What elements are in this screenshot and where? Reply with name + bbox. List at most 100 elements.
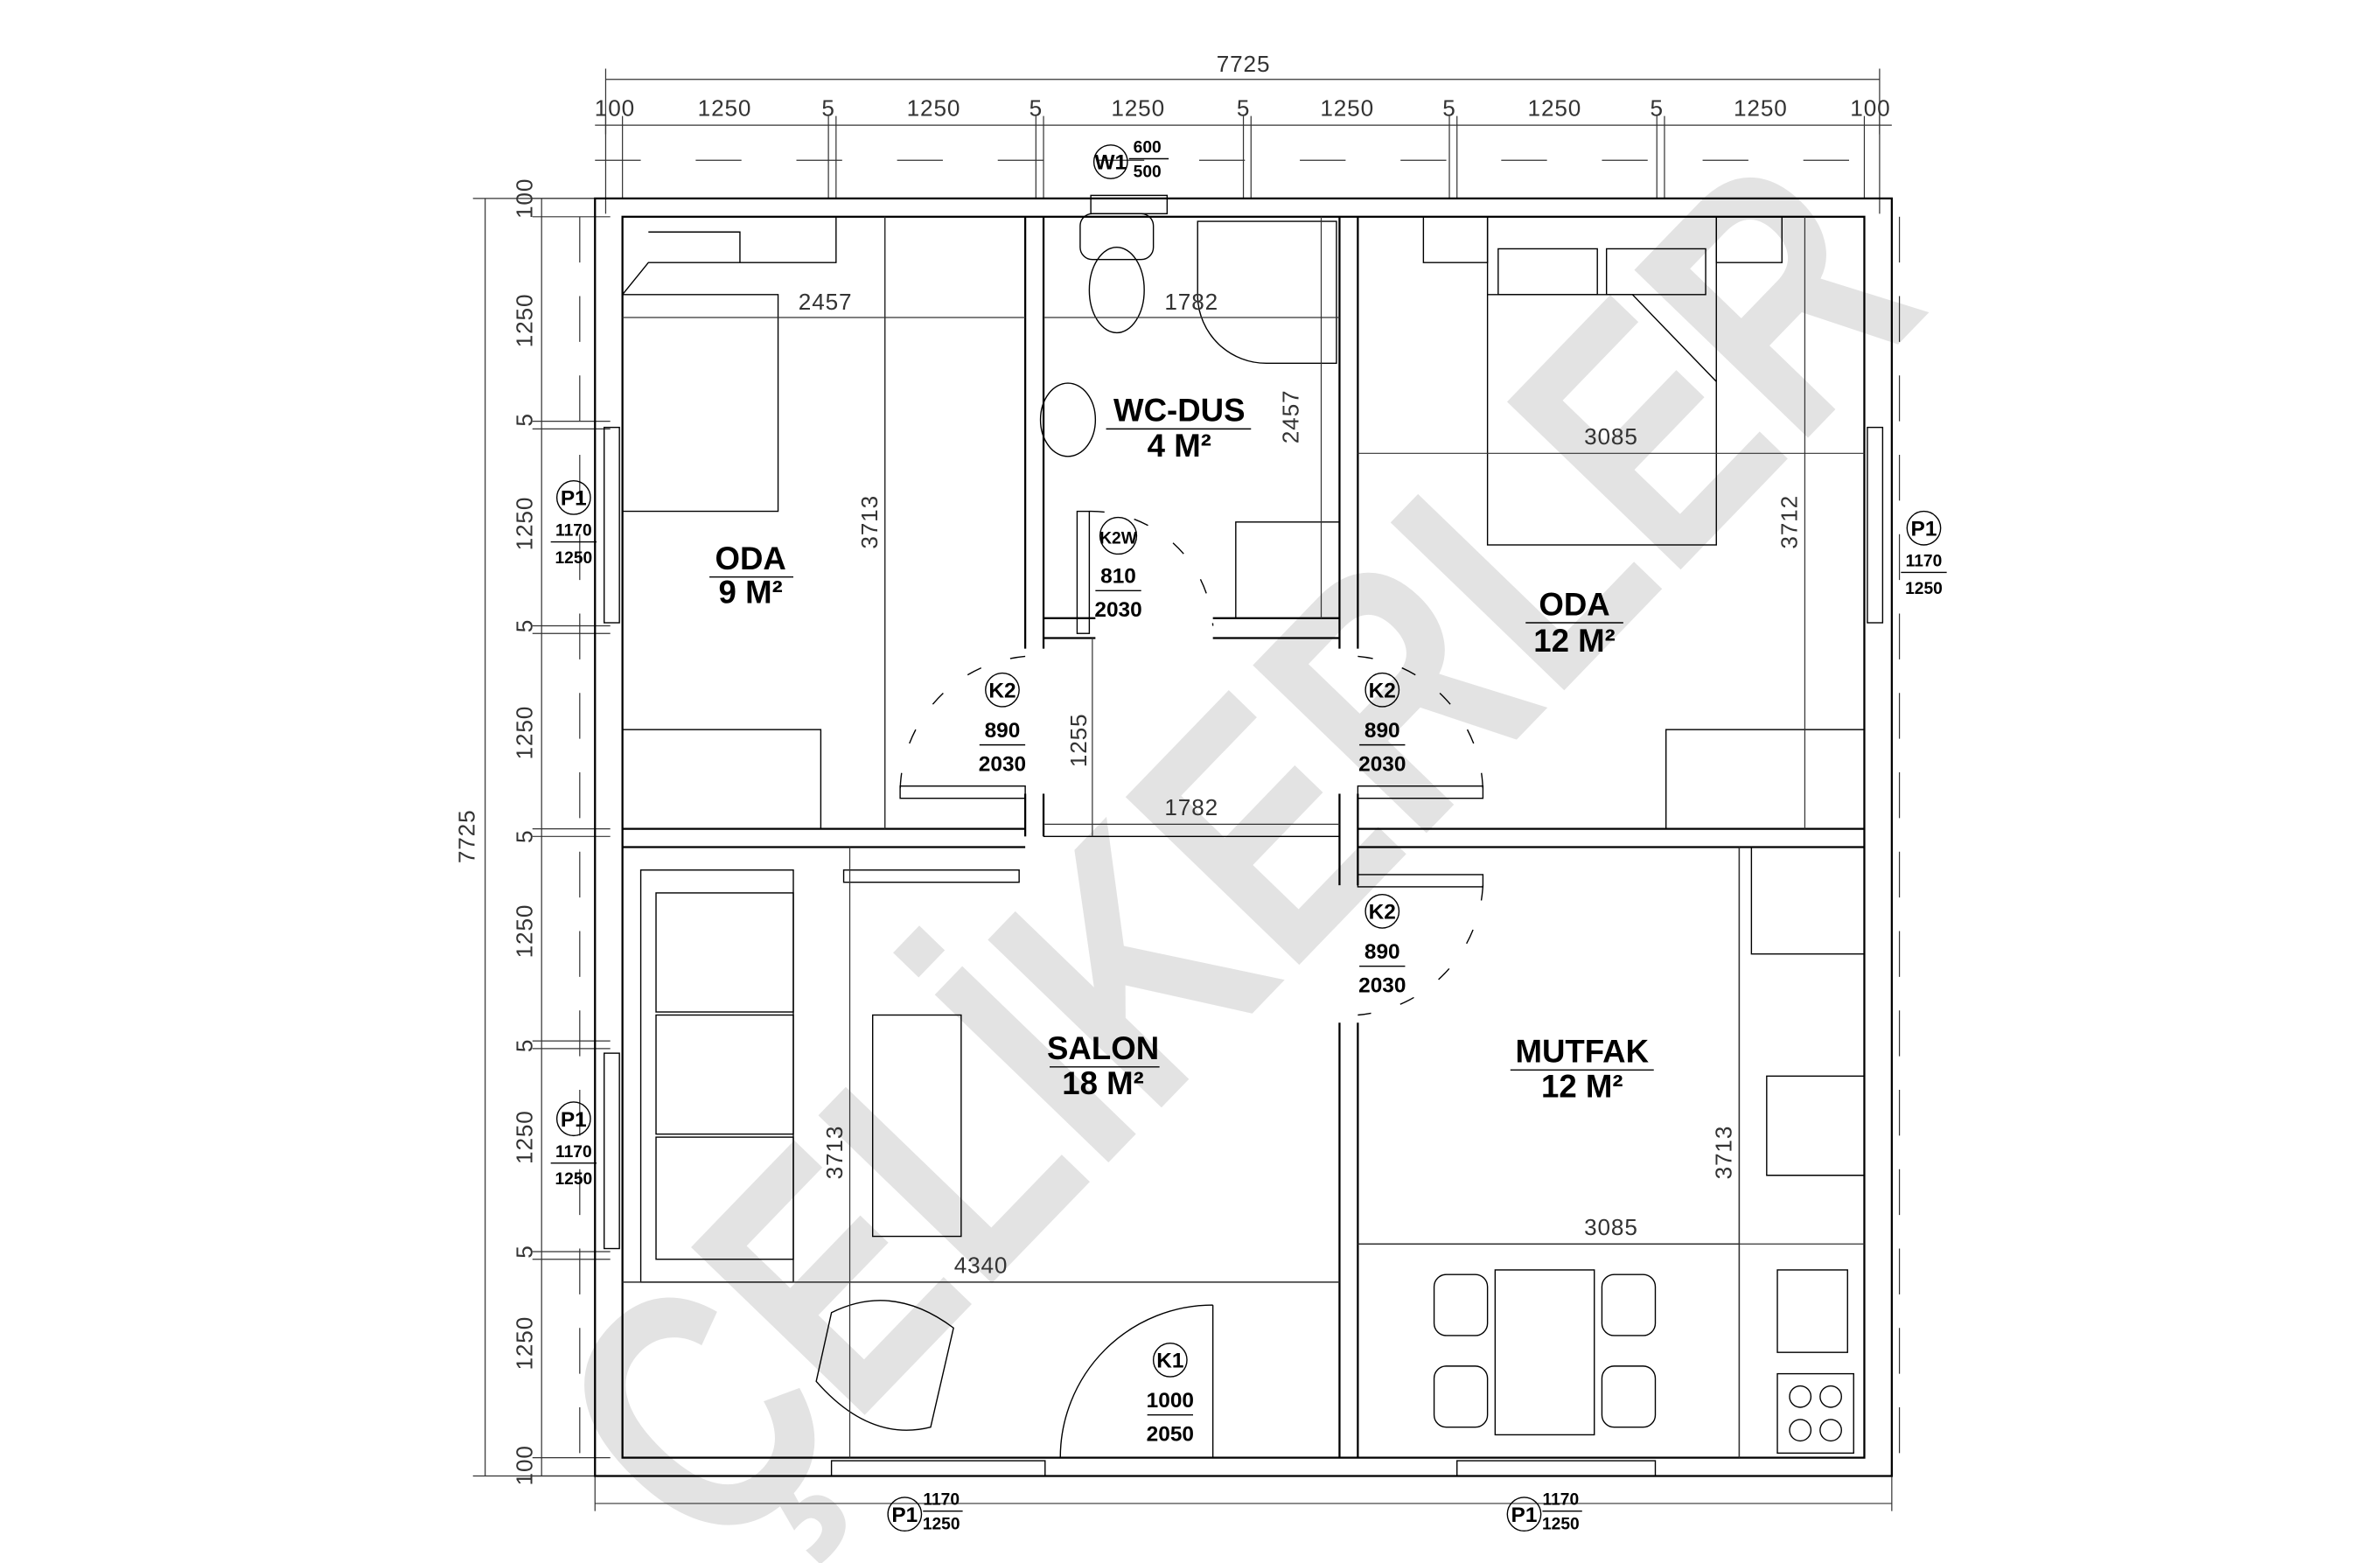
opening-code: K1 bbox=[1156, 1350, 1183, 1373]
left-segment-dimension: 100 bbox=[512, 178, 538, 219]
top-segment-dimension: 1250 bbox=[907, 95, 961, 122]
tag-circle bbox=[1099, 516, 1138, 555]
tag-circle bbox=[985, 672, 1020, 708]
top-segment-dimension: 1250 bbox=[1111, 95, 1165, 122]
opening-height: 1250 bbox=[923, 1516, 960, 1534]
dim-oda12-height: 3712 bbox=[1776, 495, 1803, 549]
room-name: WC-DUS bbox=[1113, 393, 1246, 429]
top-segment-dimension: 1250 bbox=[1734, 95, 1788, 122]
tag-circle bbox=[1092, 144, 1128, 179]
furniture bbox=[621, 213, 1866, 1458]
left-segment-dimension: 5 bbox=[512, 413, 538, 426]
opening-height: 1250 bbox=[1542, 1516, 1580, 1534]
top-segment-dimension: 100 bbox=[1850, 95, 1890, 122]
opening-width: 890 bbox=[1364, 719, 1400, 743]
opening-width: 810 bbox=[1100, 565, 1136, 589]
opening-height: 2030 bbox=[1094, 598, 1141, 622]
top-segment-dimension: 1250 bbox=[1320, 95, 1374, 122]
room-name: MUTFAK bbox=[1515, 1034, 1649, 1070]
opening-tag-w1: W1 600 500 bbox=[1092, 139, 1169, 181]
opening-tag-k2w: K2W 810 2030 bbox=[1094, 516, 1142, 622]
dim-wc-width: 1782 bbox=[1164, 289, 1218, 315]
left-segment-dimension: 1250 bbox=[512, 1316, 538, 1371]
tag-circle bbox=[1506, 1497, 1542, 1532]
opening-code: K2 bbox=[1369, 680, 1396, 703]
opening-height: 2030 bbox=[1358, 973, 1406, 997]
top-segment-dimension: 5 bbox=[821, 95, 834, 122]
top-segment-dimension: 1250 bbox=[698, 95, 752, 122]
opening-height: 2050 bbox=[1147, 1422, 1194, 1446]
tag-circle bbox=[1906, 510, 1942, 546]
left-segment-dimension: 1250 bbox=[512, 904, 538, 959]
opening-height: 1250 bbox=[555, 549, 592, 568]
top-total-dimension: 7725 bbox=[1217, 51, 1271, 77]
opening-code: P1 bbox=[561, 487, 587, 511]
room-wc-dus: WC-DUS 4 M² bbox=[1106, 393, 1252, 464]
top-segment-dimension: 5 bbox=[1237, 95, 1250, 122]
opening-width: 890 bbox=[985, 719, 1021, 743]
room-area: 12 M² bbox=[1533, 623, 1616, 659]
opening-width: 600 bbox=[1134, 139, 1162, 157]
opening-code: W1 bbox=[1094, 151, 1127, 175]
opening-tag-p1-left-bottom: P1 1170 1250 bbox=[550, 1101, 597, 1189]
tag-circle bbox=[555, 1101, 591, 1137]
tag-circle bbox=[1152, 1343, 1188, 1378]
opening-code: P1 bbox=[561, 1108, 587, 1132]
left-segment-dimension: 1250 bbox=[512, 1110, 538, 1164]
left-total-dimension: 7725 bbox=[453, 809, 479, 863]
opening-height: 500 bbox=[1134, 163, 1162, 181]
opening-width: 1170 bbox=[555, 1143, 592, 1162]
opening-tag-k2-oda12: K2 890 2030 bbox=[1358, 672, 1406, 776]
watermark: ÇELİKERLER bbox=[486, 88, 1988, 1563]
room-area: 4 M² bbox=[1148, 428, 1211, 464]
dim-wc-height: 2457 bbox=[1277, 390, 1303, 444]
tag-circle bbox=[1364, 672, 1400, 708]
opening-width: 890 bbox=[1364, 940, 1400, 964]
left-segment-dimension: 5 bbox=[512, 619, 538, 632]
opening-height: 2030 bbox=[979, 752, 1026, 776]
tag-circle bbox=[555, 480, 591, 515]
opening-width: 1170 bbox=[1543, 1491, 1580, 1510]
left-segment-dimension: 1250 bbox=[512, 497, 538, 551]
opening-code: P1 bbox=[1511, 1504, 1538, 1527]
room-salon: SALON 18 M² bbox=[1047, 1030, 1160, 1101]
room-area: 12 M² bbox=[1541, 1069, 1623, 1105]
dim-salon-height: 3713 bbox=[821, 1126, 848, 1180]
room-oda-12: ODA 12 M² bbox=[1525, 586, 1623, 659]
room-name: ODA bbox=[715, 541, 785, 576]
dim-salon-width: 4340 bbox=[954, 1252, 1009, 1278]
room-area: 18 M² bbox=[1062, 1065, 1144, 1101]
dim-mutfak-width: 3085 bbox=[1584, 1214, 1638, 1240]
opening-height: 2030 bbox=[1358, 752, 1406, 776]
tag-circle bbox=[887, 1497, 923, 1532]
room-name: SALON bbox=[1047, 1030, 1159, 1066]
dim-oda12-width: 3085 bbox=[1584, 423, 1638, 450]
left-segment-dimension: 5 bbox=[512, 1039, 538, 1052]
left-segment-dimension: 1250 bbox=[512, 294, 538, 348]
dim-oda9-width: 2457 bbox=[799, 289, 853, 315]
room-mutfak: MUTFAK 12 M² bbox=[1510, 1034, 1654, 1105]
left-segment-dimension: 5 bbox=[512, 1245, 538, 1258]
opening-code: K2 bbox=[1369, 901, 1396, 925]
dim-hall-height: 1255 bbox=[1065, 714, 1092, 768]
opening-code: P1 bbox=[1911, 518, 1937, 541]
opening-width: 1170 bbox=[555, 522, 592, 541]
room-oda-9: ODA 9 M² bbox=[709, 541, 793, 610]
left-segment-dimension: 5 bbox=[512, 830, 538, 843]
opening-height: 1250 bbox=[555, 1170, 592, 1189]
top-segment-dimension: 1250 bbox=[1528, 95, 1582, 122]
opening-code: K2 bbox=[988, 680, 1016, 703]
opening-code: K2W bbox=[1099, 529, 1138, 548]
opening-tag-k2-oda9: K2 890 2030 bbox=[979, 672, 1026, 776]
top-segment-dimension: 100 bbox=[595, 95, 635, 122]
opening-code: P1 bbox=[891, 1504, 918, 1527]
dim-hall-width: 1782 bbox=[1164, 794, 1218, 820]
dim-oda9-height: 3713 bbox=[856, 495, 883, 549]
opening-tag-p1-left-top: P1 1170 1250 bbox=[550, 480, 597, 568]
left-segment-dimension: 1250 bbox=[512, 706, 538, 760]
top-segment-dimension: 5 bbox=[1442, 95, 1455, 122]
